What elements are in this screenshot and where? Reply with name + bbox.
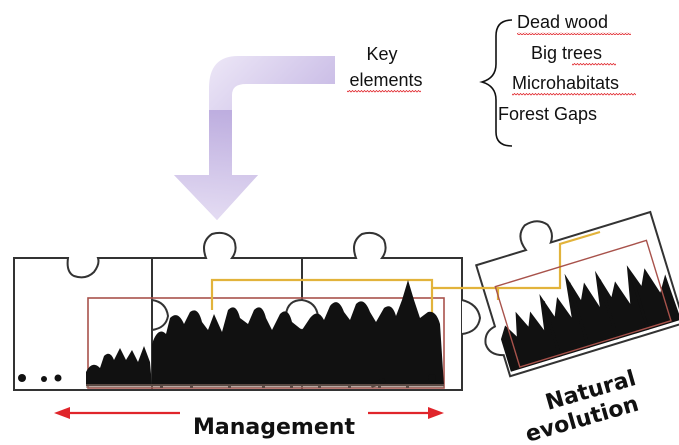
brown-frame-natural <box>494 239 672 368</box>
curly-brace-icon <box>479 19 513 147</box>
forest-silhouette <box>18 280 444 388</box>
key-element-forest-gaps: Forest Gaps <box>498 104 597 124</box>
arrow-right-icon <box>368 407 444 419</box>
arrow-left-icon <box>54 407 180 419</box>
curved-down-arrow-icon <box>174 56 335 220</box>
ground-line <box>86 384 444 388</box>
forest-silhouette-natural <box>500 265 679 372</box>
connection-lines <box>210 230 601 330</box>
spellcheck-underline <box>572 63 616 66</box>
spellcheck-underline <box>517 32 631 35</box>
key-label-line1: Key <box>366 44 397 64</box>
key-label-line2: elements <box>349 70 422 90</box>
management-label: Management <box>193 415 355 440</box>
key-element-dead-wood: Dead wood <box>517 12 608 32</box>
spellcheck-underline <box>512 93 636 96</box>
key-element-microhabitats: Microhabitats <box>512 73 619 93</box>
key-element-big-trees: Big trees <box>531 43 602 63</box>
spellcheck-underline <box>347 90 421 93</box>
